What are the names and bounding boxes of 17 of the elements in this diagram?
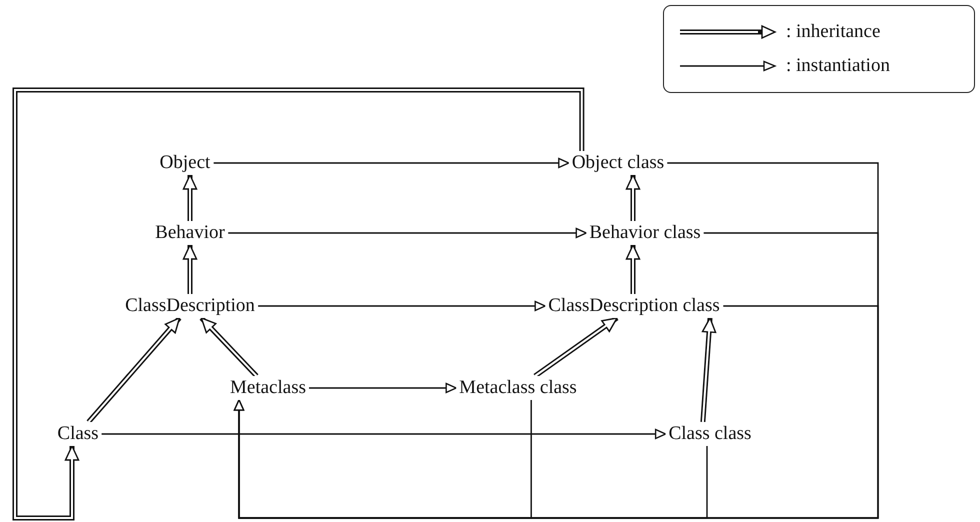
inheritance-arrow xyxy=(626,244,640,294)
instantiation-arrow xyxy=(228,228,587,238)
inheritance-arrow xyxy=(86,316,182,424)
inheritance-arrow xyxy=(700,317,716,422)
legend-label: : inheritance xyxy=(786,21,880,43)
instantiation-arrow xyxy=(258,300,546,312)
inheritance-arrow xyxy=(12,88,584,520)
instantiation-arrow xyxy=(234,399,708,519)
inheritance-arrow xyxy=(182,244,198,294)
legend-label: : instantiation xyxy=(786,55,890,77)
instantiation-arrow xyxy=(309,382,457,394)
inheritance-arrow xyxy=(200,316,258,378)
inheritance-arrow xyxy=(182,174,198,221)
inheritance-arrow xyxy=(626,174,640,221)
inheritance-arrow xyxy=(534,316,618,378)
instantiation-arrow xyxy=(102,428,666,440)
instantiation-arrow xyxy=(213,158,570,168)
